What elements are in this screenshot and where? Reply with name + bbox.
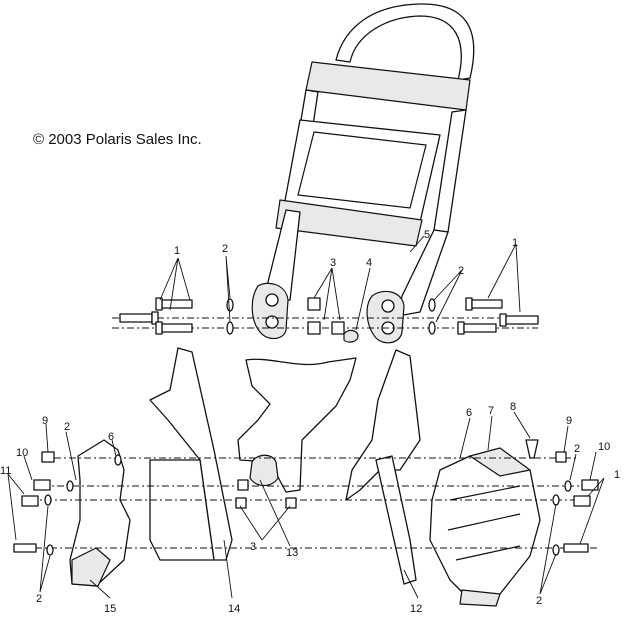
upper-fastener-rows <box>112 297 539 343</box>
lower-fastener-rows <box>13 451 600 556</box>
callout-13: 13 <box>286 547 298 559</box>
callout-11: 11 <box>0 465 11 477</box>
callout-2-right-bottom: 2 <box>536 595 542 607</box>
callout-1-right: 1 <box>512 237 518 249</box>
callout-8: 8 <box>510 401 516 413</box>
callout-9-right: 9 <box>566 415 572 427</box>
callout-1-left: 1 <box>174 245 180 257</box>
left-side-bracket <box>149 347 233 561</box>
callout-2-left-mid: 2 <box>64 421 70 433</box>
callout-6-left: 6 <box>108 431 114 443</box>
callout-14: 14 <box>228 603 240 615</box>
callout-10-left: 10 <box>16 447 28 459</box>
callout-4: 4 <box>366 257 372 269</box>
callout-2-left-top: 2 <box>222 243 228 255</box>
callout-3-top: 3 <box>330 257 336 269</box>
center-mounting-plate <box>237 357 357 493</box>
callout-1-right-bottom: 1 <box>614 469 620 481</box>
callout-2-right-top: 2 <box>458 265 464 277</box>
steering-post-assembly <box>251 3 475 344</box>
callout-labels: 1 2 3 4 5 2 1 9 2 6 10 11 2 15 14 3 13 1… <box>0 229 620 615</box>
callout-10-right: 10 <box>598 441 610 453</box>
callout-6-right: 6 <box>466 407 472 419</box>
callout-12: 12 <box>410 603 422 615</box>
callout-9-left: 9 <box>42 415 48 427</box>
callout-2-right-mid: 2 <box>574 443 580 455</box>
callout-15: 15 <box>104 603 116 615</box>
callout-3-bottom: 3 <box>250 541 256 553</box>
callout-7: 7 <box>488 405 494 417</box>
callout-2-left-bottom: 2 <box>36 593 42 605</box>
right-console-bracket <box>429 439 541 607</box>
callout-5: 5 <box>424 229 430 241</box>
leader-lines <box>7 235 605 599</box>
copyright-notice: © 2003 Polaris Sales Inc. <box>33 131 202 148</box>
right-side-bracket <box>345 349 421 585</box>
left-console-bracket <box>69 439 131 587</box>
